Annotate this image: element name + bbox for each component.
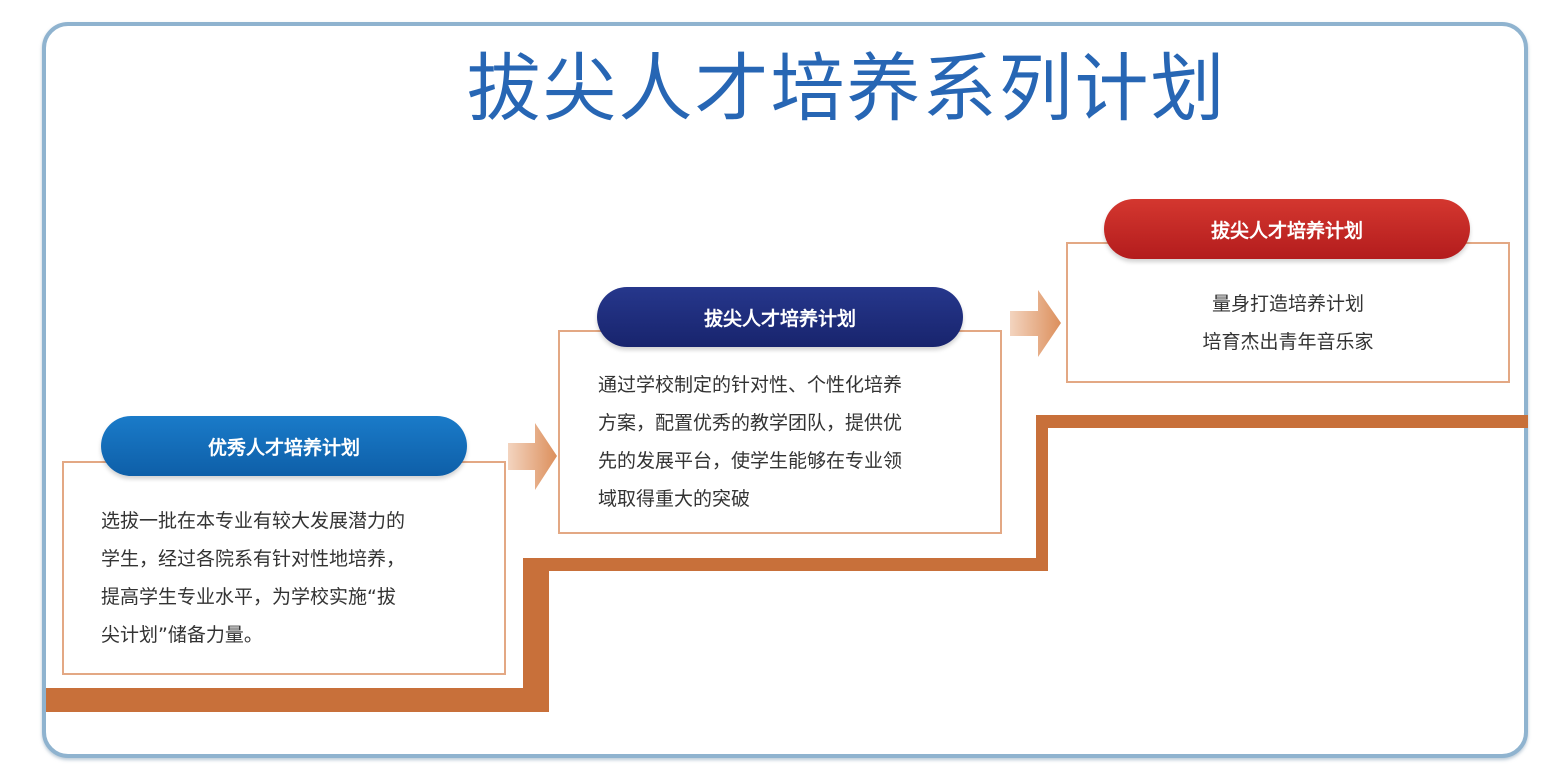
description-line: 学生，经过各院系有针对性地培养，	[101, 548, 406, 570]
stage-2-description: 通过学校制定的针对性、个性化培养 方案，配置优秀的教学团队，提供优 先的发展平台…	[598, 366, 902, 518]
description-line: 尖计划”储备力量。	[101, 624, 263, 646]
description-line: 提高学生专业水平，为学校实施“拔	[101, 586, 396, 608]
description-line: 先的发展平台，使学生能够在专业领	[598, 450, 903, 472]
stage-2-label: 拔尖人才培养计划	[597, 287, 963, 347]
description-line: 量身打造培养计划	[1211, 293, 1364, 315]
staircase-line	[46, 415, 1528, 712]
description-line: 域取得重大的突破	[598, 488, 751, 510]
description-line: 方案，配置优秀的教学团队，提供优	[598, 412, 903, 434]
description-line: 通过学校制定的针对性、个性化培养	[598, 374, 903, 396]
stage-1-label: 优秀人才培养计划	[101, 416, 467, 476]
description-line: 培育杰出青年音乐家	[1202, 331, 1374, 353]
stage-3-label: 拔尖人才培养计划	[1104, 199, 1470, 259]
stage-3-description: 量身打造培养计划 培育杰出青年音乐家	[1066, 285, 1510, 361]
diagram-title: 拔尖人才培养系列计划	[466, 46, 1227, 132]
stage-1-description: 选拔一批在本专业有较大发展潜力的 学生，经过各院系有针对性地培养， 提高学生专业…	[101, 502, 405, 654]
arrow-right-icon	[1010, 290, 1061, 357]
stage-1-box	[62, 461, 506, 675]
stage-3-box	[1066, 242, 1510, 383]
stage-2-box	[558, 330, 1002, 534]
arrow-right-icon	[508, 423, 557, 490]
description-line: 选拔一批在本专业有较大发展潜力的	[101, 510, 406, 532]
